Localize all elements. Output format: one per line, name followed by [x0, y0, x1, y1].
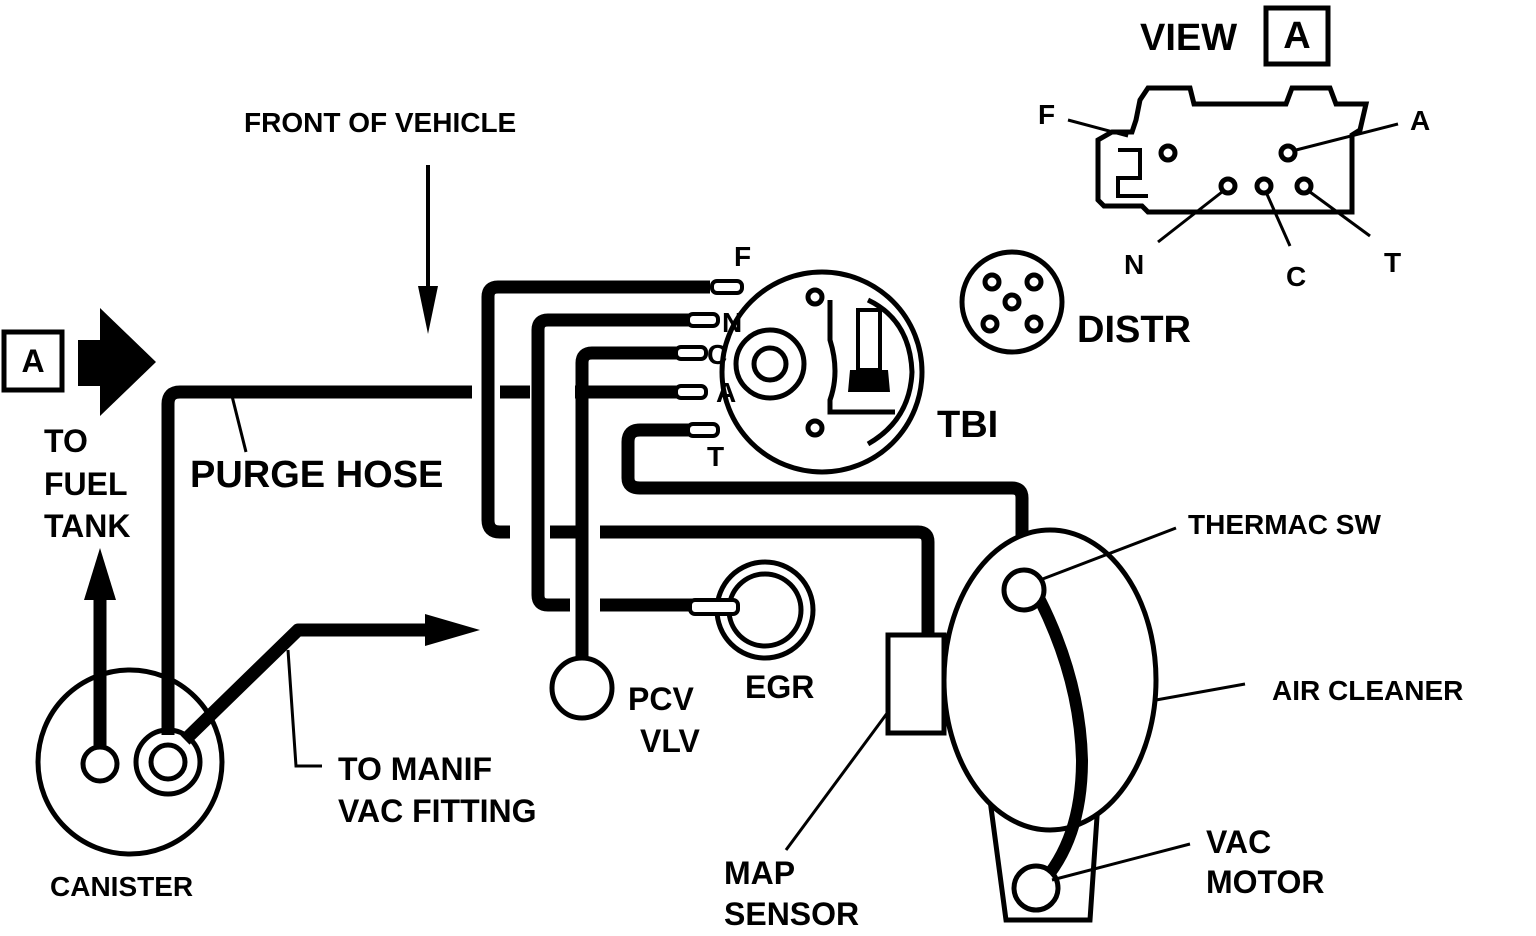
thermac-switch: [1001, 567, 1047, 613]
view-port-a: A: [1410, 105, 1430, 136]
view-n-leader: [1157, 190, 1223, 244]
view-a-title: VIEW: [1140, 17, 1237, 59]
view-c-leader: [1264, 191, 1292, 247]
map-sensor: [885, 632, 947, 736]
callout-letter: A: [21, 343, 44, 379]
to-manif-leader: [286, 649, 322, 768]
to-manif-arrow-icon: [425, 614, 480, 646]
vac-motor-leader: [1051, 842, 1191, 882]
air-cleaner-leader: [1155, 682, 1246, 702]
to-fuel-tank-label-3: TANK: [44, 508, 131, 544]
air-cleaner: [941, 527, 1159, 923]
pcv-label-1: PCV: [628, 681, 694, 717]
vac-motor: [1011, 863, 1061, 913]
map-sensor-leader: [784, 711, 890, 851]
map-sensor-label-1: MAP: [724, 855, 795, 891]
view-a-leader: [1295, 122, 1399, 152]
to-fuel-tank-label-2: FUEL: [44, 466, 128, 502]
view-a-connector: [1095, 85, 1370, 215]
view-f-leader: [1067, 118, 1129, 138]
thermac-sw-leader: [1039, 526, 1177, 582]
view-a-box: [1263, 5, 1331, 67]
view-port-t: T: [1384, 247, 1401, 278]
vac-motor-label-1: VAC: [1206, 824, 1271, 860]
tbi-port-t: T: [707, 441, 724, 472]
view-t-leader: [1309, 190, 1371, 238]
air-cleaner-label: AIR CLEANER: [1272, 675, 1463, 706]
pcv-label-2: VLV: [640, 723, 701, 759]
to-manif-label-2: VAC FITTING: [338, 793, 537, 829]
map-sensor-label-2: SENSOR: [724, 896, 859, 932]
purge-hose-label: PURGE HOSE: [190, 454, 443, 496]
distributor: [959, 249, 1065, 355]
view-a-callout: A: [1, 308, 156, 416]
purge-hose-leader: [230, 395, 248, 453]
view-a-letter: A: [1283, 15, 1310, 57]
pcv-valve: [549, 655, 615, 721]
view-port-c: C: [1286, 261, 1306, 292]
view-port-f: F: [1038, 99, 1055, 130]
hose-n: [531, 313, 690, 612]
callout-arrow-icon: [78, 308, 156, 416]
egr-label: EGR: [745, 669, 814, 705]
egr-valve: [688, 559, 816, 661]
tbi-port-a: A: [716, 377, 736, 408]
front-of-vehicle-arrow-icon: [418, 165, 438, 334]
tbi-unit: [674, 269, 925, 475]
hose-c: [575, 346, 680, 670]
tbi-port-f: F: [734, 241, 751, 272]
hose-f-to-map: [600, 525, 935, 640]
purge-hose: [161, 385, 472, 735]
to-fuel-tank-arrow-icon: [84, 548, 116, 748]
canister: [35, 667, 225, 857]
tbi-label: TBI: [937, 404, 998, 446]
canister-label: CANISTER: [50, 871, 193, 902]
tbi-port-n: N: [722, 307, 742, 338]
thermac-sw-label: THERMAC SW: [1188, 509, 1381, 540]
distributor-label: DISTR: [1077, 309, 1191, 351]
tbi-port-c: C: [707, 339, 727, 370]
vac-motor-label-2: MOTOR: [1206, 864, 1325, 900]
front-of-vehicle-label: FRONT OF VEHICLE: [244, 107, 516, 138]
to-manif-label-1: TO MANIF: [338, 751, 492, 787]
hose-t: [621, 423, 1029, 575]
to-fuel-tank-label-1: TO: [44, 423, 88, 459]
manifold-vac-hose: [180, 623, 430, 745]
hose-f: [481, 280, 710, 539]
view-port-n: N: [1124, 249, 1144, 280]
